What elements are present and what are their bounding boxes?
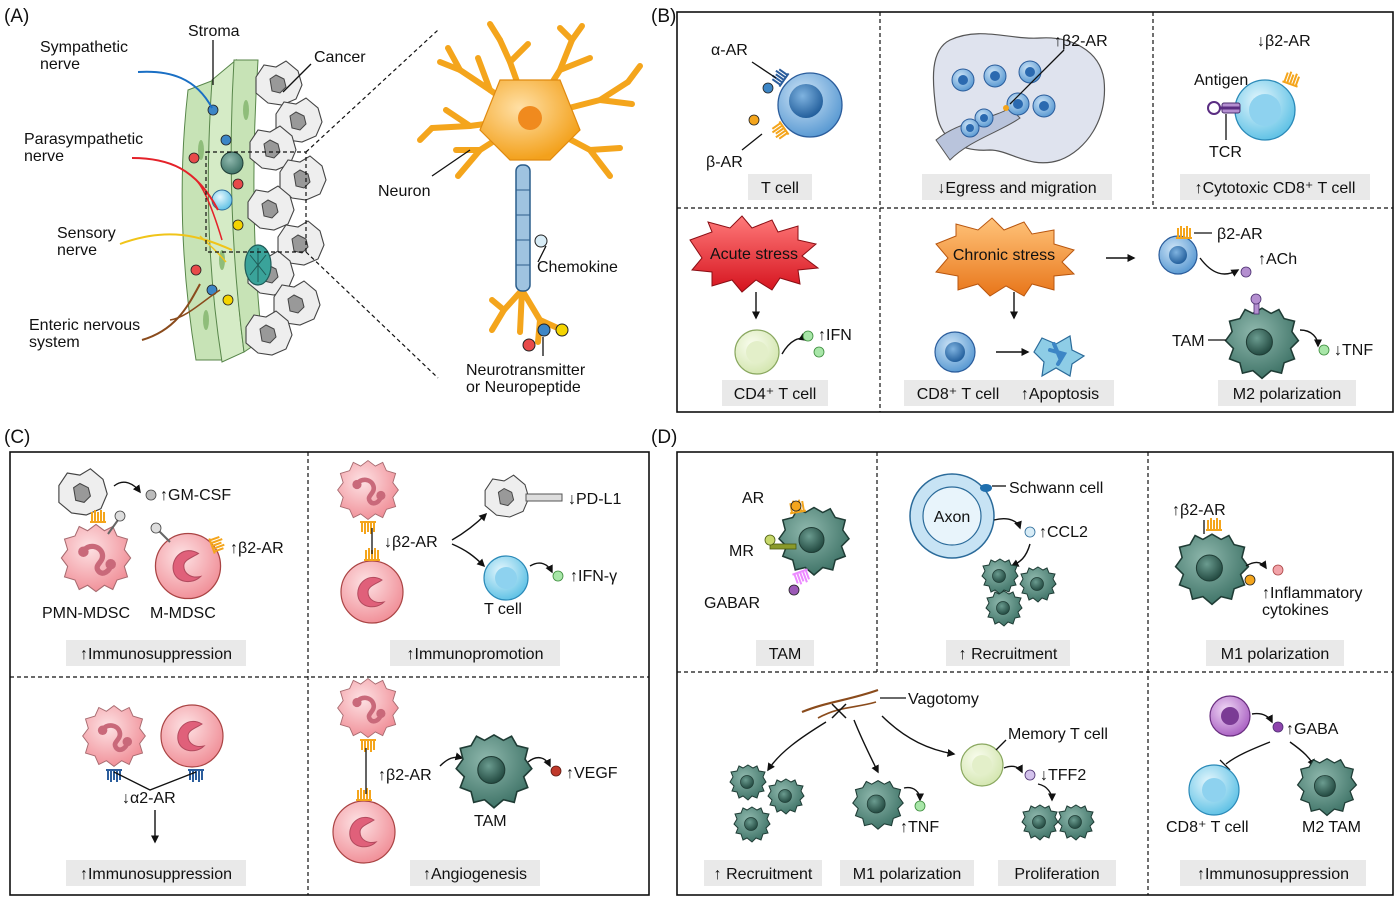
a2ar-label: ↓α2-AR <box>122 790 176 807</box>
zoom-line-bottom <box>305 251 439 379</box>
stroma-immune-cells <box>188 104 272 306</box>
zoom-box <box>205 151 307 253</box>
b-down-b2ar-label: ↓β2-AR <box>1257 33 1311 50</box>
b-up-b2ar-label: ↑β2-AR <box>1054 33 1108 50</box>
c-t-cell-label: T cell <box>484 601 522 618</box>
zoom-line-top <box>305 29 439 153</box>
d2-caption: ↑ Recruitment <box>959 646 1058 663</box>
egress-caption: ↓Egress and migration <box>937 180 1096 197</box>
panel-d: (D) AR MR GABAR TAM Schwann cell Axon ↑C… <box>651 427 1394 896</box>
d6-caption: Proliferation <box>1014 866 1099 883</box>
tcr-label: TCR <box>1209 144 1242 161</box>
c-tam-label: TAM <box>474 813 507 830</box>
chronic-stress-label: Chronic stress <box>953 247 1055 264</box>
up-tnf-label: ↑TNF <box>900 819 939 836</box>
d1-caption: TAM <box>769 646 802 663</box>
vegf-label: ↑VEGF <box>566 765 618 782</box>
panel-c-label: (C) <box>4 427 30 448</box>
b-t-cell-caption: T cell <box>761 180 799 197</box>
panel-b: (B) α-AR β-AR T cell <box>651 6 1394 413</box>
cytotoxic-caption: ↑Cytotoxic CD8⁺ T cell <box>1195 180 1356 197</box>
b-cd8-caption: CD8⁺ T cell <box>917 386 1000 403</box>
chemokine-label: Chemokine <box>537 259 618 276</box>
c4-caption: ↑Angiogenesis <box>423 866 527 883</box>
alpha-ar-label: α-AR <box>711 42 748 59</box>
d3-caption: M1 polarization <box>1221 646 1330 663</box>
gaba-label: ↑GABA <box>1286 721 1339 738</box>
pmn-label: PMN-MDSC <box>42 605 130 622</box>
panel-a: (A) <box>4 6 643 396</box>
vagotomy-label: Vagotomy <box>908 691 979 708</box>
m2-caption: M2 polarization <box>1233 386 1342 403</box>
b-tam-label: TAM <box>1172 333 1205 350</box>
m2tam-label: M2 TAM <box>1302 819 1361 836</box>
b-b2ar-label: β2-AR <box>1217 226 1263 243</box>
acute-stress-label: Acute stress <box>710 246 798 263</box>
panel-c: (C) ↑GM-CSF ↑β2-AR PMN-MDSC M-MDSC ↑Immu… <box>4 427 650 896</box>
d7-caption: ↑Immunosuppression <box>1197 866 1349 883</box>
down-tnf-label: ↓TNF <box>1334 342 1373 359</box>
c2-caption: ↑Immunopromotion <box>407 646 544 663</box>
axon-label: Axon <box>934 509 970 526</box>
c-up-b2ar-label: ↑β2-AR <box>230 540 284 557</box>
d5-caption: M1 polarization <box>853 866 962 883</box>
cancer-label: Cancer <box>314 49 366 66</box>
beta-ar-label: β-AR <box>706 154 743 171</box>
tff2-label: ↓TFF2 <box>1040 767 1086 784</box>
d-mr-label: MR <box>729 543 754 560</box>
panel-d-frame <box>676 451 1394 896</box>
nerves <box>119 70 233 341</box>
panel-b-frame <box>676 11 1394 413</box>
memory-label: Memory T cell <box>1008 726 1108 743</box>
schwann-label: Schwann cell <box>1009 480 1103 497</box>
stroma-label: Stroma <box>188 23 240 40</box>
cd4-caption: CD4⁺ T cell <box>734 386 817 403</box>
up-ach-label: ↑ACh <box>1258 251 1297 268</box>
panel-c-frame <box>9 451 650 896</box>
ifng-label: ↑IFN-γ <box>570 568 617 585</box>
up-ifn-label: ↑IFN <box>818 327 852 344</box>
c-down-b2ar-label: ↓β2-AR <box>384 534 438 551</box>
d4-caption: ↑ Recruitment <box>714 866 813 883</box>
d-cd8-label: CD8⁺ T cell <box>1166 819 1249 836</box>
d-gabar-label: GABAR <box>704 595 760 612</box>
panel-b-label: (B) <box>651 6 676 27</box>
d-up-b2ar-label: ↑β2-AR <box>1172 502 1226 519</box>
neuron-label: Neuron <box>378 183 430 200</box>
b-cytotoxic-cell <box>1207 68 1303 141</box>
pdl1-label: ↓PD-L1 <box>568 491 621 508</box>
gmcsf-label: ↑GM-CSF <box>160 487 231 504</box>
ccl2-label: ↑CCL2 <box>1039 524 1088 541</box>
chronic-stress-star <box>935 217 1076 297</box>
c1-caption: ↑Immunosuppression <box>80 646 232 663</box>
apoptosis-caption: ↑Apoptosis <box>1021 386 1099 403</box>
d-ar-label: AR <box>742 490 764 507</box>
mmdsc-label: M-MDSC <box>150 605 216 622</box>
lymph-node <box>932 33 1106 164</box>
panel-d-label: (D) <box>651 427 677 448</box>
c-up-b2ar2-label: ↑β2-AR <box>378 767 432 784</box>
b-t-cell <box>741 61 843 151</box>
panel-a-leaders <box>212 40 547 356</box>
antigen-label: Antigen <box>1194 72 1248 89</box>
c3-caption: ↑Immunosuppression <box>80 866 232 883</box>
panel-a-label: (A) <box>4 6 29 27</box>
acute-stress-star <box>689 215 820 293</box>
neuron-illustration <box>417 21 643 352</box>
